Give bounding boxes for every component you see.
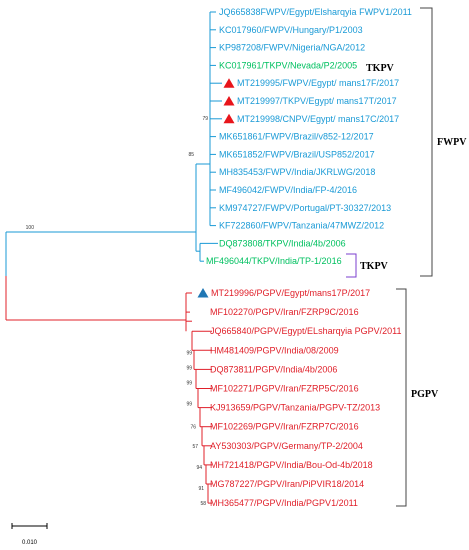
red-triangle-marker: [223, 96, 235, 106]
bootstrap-fwpv-inner: 85: [188, 152, 194, 158]
blue-triangle-marker: [197, 288, 209, 298]
bootstrap-fwpv-core: 79: [202, 116, 208, 122]
fwpv-taxon-label: JQ665838FWPV/Egypt/Elsharqyia FWPV1/2011: [219, 7, 412, 17]
fwpv-taxon-label: KC017960/FWPV/Hungary/P1/2003: [219, 25, 363, 35]
fwpv-bracket: [420, 7, 433, 277]
pgpv-group-label: PGPV: [411, 389, 439, 400]
pgpv-taxon-label: JQ665840/PGPV/Egypt/ELsharqyia PGPV/2011: [210, 326, 401, 336]
fwpv-taxon-label: KP987208/FWPV/Nigeria/NGA/2012: [219, 43, 365, 53]
fwpv-taxon-label: MF496042/FWPV/India/FP-4/2016: [219, 185, 357, 195]
pgpv-taxon-label: MT219996/PGPV/Egypt/mans17P/2017: [211, 288, 370, 298]
fwpv-taxon-label: MT219998/CNPV/Egypt/ mans17C/2017: [237, 114, 399, 124]
bootstrap-pgpv: 99: [186, 402, 192, 408]
pgpv-taxon-label: HM481409/PGPV/India/08/2009: [210, 345, 339, 355]
sample-markers: [197, 78, 235, 298]
tkpv-bracket: [346, 253, 357, 278]
fwpv-taxon-label: MT219995/FWPV/Egypt/ mans17F/2017: [237, 78, 399, 88]
pgpv-taxon-label: MF102269/PGPV/Iran/FZRP7C/2016: [210, 422, 359, 432]
pgpv-taxon-label: DQ873811/PGPV/India/4b/2006: [210, 364, 337, 374]
pgpv-taxon-label: MH365477/PGPV/India/PGPV1/2011: [210, 498, 358, 508]
tkpv-group-label-top: TKPV: [366, 63, 395, 74]
taxon-labels: JQ665838FWPV/Egypt/Elsharqyia FWPV1/2011…: [206, 7, 412, 508]
bootstrap-root: 100: [26, 225, 35, 231]
bootstrap-pgpv: 57: [192, 444, 198, 450]
pgpv-taxon-label: KJ913659/PGPV/Tanzania/PGPV-TZ/2013: [210, 403, 380, 413]
tree-branches: [5, 11, 222, 504]
bootstrap-pgpv: 99: [186, 350, 192, 356]
fwpv-taxon-label: DQ873808/TKPV/India/4b/2006: [219, 238, 346, 248]
pgpv-taxon-label: MG787227/PGPV/Iran/PiPVIR18/2014: [210, 479, 364, 489]
fwpv-taxon-label: KC017961/TKPV/Nevada/P2/2005: [219, 60, 357, 70]
bootstrap-values: 100 85 79 99 99 99 99 76 57 94 91 58: [26, 116, 209, 507]
scale-bar-label: 0.010: [22, 540, 38, 546]
bootstrap-pgpv: 99: [186, 365, 192, 371]
bootstrap-pgpv: 58: [200, 501, 206, 507]
fwpv-taxon-label: MF496044/TKPV/India/TP-1/2016: [206, 256, 342, 266]
fwpv-taxon-label: MK651861/FWPV/Brazil/v852-12/2017: [219, 132, 374, 142]
fwpv-taxon-label: KM974727/FWPV/Portugal/PT-30327/2013: [219, 203, 391, 213]
fwpv-taxon-label: KF722860/FWPV/Tanzania/47MWZ/2012: [219, 221, 384, 231]
red-triangle-marker: [223, 78, 235, 88]
bootstrap-pgpv: 91: [198, 486, 204, 492]
pgpv-taxon-label: MF102271/PGPV/Iran/FZRP5C/2016: [210, 384, 359, 394]
tkpv-group-label-bottom: TKPV: [360, 261, 389, 272]
pgpv-taxon-label: AY530303/PGPV/Germany/TP-2/2004: [210, 441, 363, 451]
pgpv-taxon-label: MH721418/PGPV/India/Bou-Od-4b/2018: [210, 460, 373, 470]
fwpv-group-label: FWPV: [437, 137, 467, 148]
bootstrap-pgpv: 94: [196, 465, 202, 471]
pgpv-taxon-label: MF102270/PGPV/Iran/FZRP9C/2016: [210, 307, 359, 317]
fwpv-taxon-label: MK651852/FWPV/Brazil/USP852/2017: [219, 149, 375, 159]
bootstrap-pgpv: 76: [190, 425, 196, 431]
pgpv-bracket: [396, 288, 407, 507]
red-triangle-marker: [223, 113, 235, 124]
fwpv-taxon-label: MT219997/TKPV/Egypt/ mans17T/2017: [237, 96, 397, 106]
bootstrap-pgpv: 99: [186, 381, 192, 387]
fwpv-taxon-label: MH835453/FWPV/India/JKRLWG/2018: [219, 167, 375, 177]
